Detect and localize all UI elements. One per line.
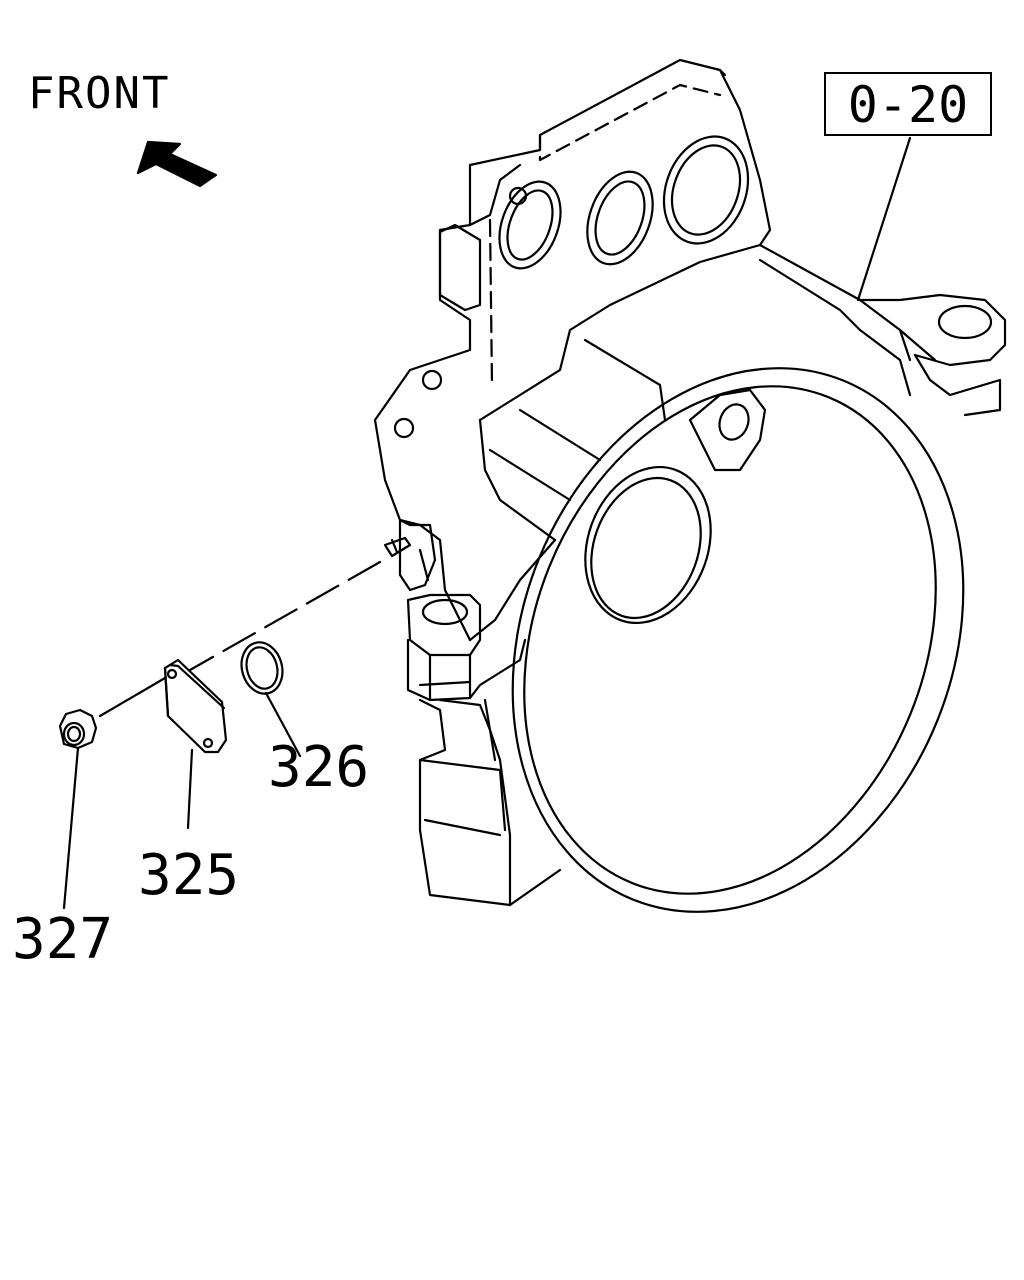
alignment-line-2 [98,676,167,718]
flywheel-housing [373,58,1007,913]
alignment-line [188,560,382,672]
part-number-325: 325 [138,843,240,908]
o-ring [240,641,302,758]
arrow-front-icon [136,140,218,188]
cover-plate [163,658,228,830]
reference-box: 0-20 [824,72,992,136]
flange-nut [58,708,98,910]
part-number-327: 327 [12,907,114,972]
front-label: FRONT [28,68,171,119]
part-number-326: 326 [268,735,370,800]
reference-label: 0-20 [847,76,969,134]
